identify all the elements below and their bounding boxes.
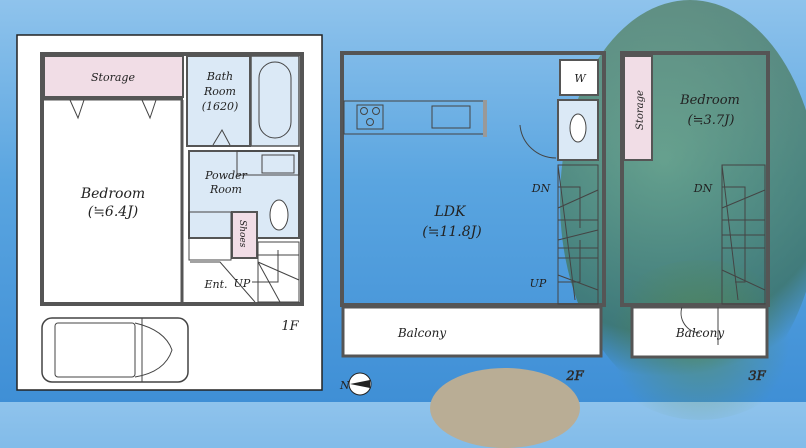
- bedroom-label: Bedroom: [679, 93, 740, 108]
- staircase: [721, 164, 766, 305]
- balcony-label: Balcony: [675, 326, 724, 340]
- staircase: [190, 241, 300, 303]
- floor-1f: Storage Bath Room (1620) Bedroom (≒6.4J)…: [16, 34, 323, 391]
- entrance-label: Ent.: [203, 278, 227, 291]
- compass-icon: N: [339, 372, 372, 396]
- room-label: (≒6.4J): [88, 204, 139, 220]
- floor-label-2f: 2F: [565, 369, 584, 384]
- room-label: (≒3.7J): [688, 113, 735, 128]
- floor-label-1f: 1F: [281, 319, 299, 334]
- bedroom-label: Bedroom: [80, 186, 145, 202]
- floor-2f: Balcony W DN UP LDK (≒11.8J) 2F: [340, 51, 606, 384]
- balcony-label: Balcony: [397, 326, 446, 340]
- floor-plan: Storage Bath Room (1620) Bedroom (≒6.4J)…: [16, 34, 770, 396]
- room-label: Storage: [635, 90, 646, 130]
- toilet-icon: [269, 199, 289, 231]
- sink-icon: [431, 105, 471, 129]
- stove-icon: [356, 104, 384, 130]
- room-label: UP: [530, 277, 547, 290]
- staircase: [557, 164, 599, 305]
- room-label: Bath: [206, 70, 233, 83]
- sink-icon: [261, 154, 295, 174]
- bathtub-icon: [258, 61, 292, 139]
- room-label: Room: [209, 183, 242, 196]
- room-label: W: [574, 72, 587, 85]
- ldk-label: LDK: [434, 204, 468, 220]
- room-label: (≒11.8J): [422, 224, 481, 240]
- room-label: Powder: [204, 169, 248, 182]
- room-label: N: [339, 379, 350, 392]
- washer-space: [559, 59, 599, 96]
- car-icon: [41, 317, 189, 383]
- room-label: DN: [693, 182, 713, 195]
- bath-room: [186, 55, 251, 147]
- room-label: Shoes: [237, 220, 247, 248]
- toilet-icon: [569, 113, 587, 143]
- floor-label-3f: 3F: [748, 369, 766, 384]
- floor-3f: Storage Balcony Bedroom (≒3.7J) DN 3F: [620, 51, 770, 384]
- storage-room: [623, 55, 653, 161]
- storage-room: [43, 55, 184, 98]
- room-label: DN: [531, 182, 551, 195]
- room-label: UP: [234, 277, 251, 290]
- room-label: (1620): [202, 100, 239, 113]
- room-label: Storage: [91, 71, 135, 84]
- room-label: Room: [203, 85, 236, 98]
- shoes-storage: [231, 211, 258, 259]
